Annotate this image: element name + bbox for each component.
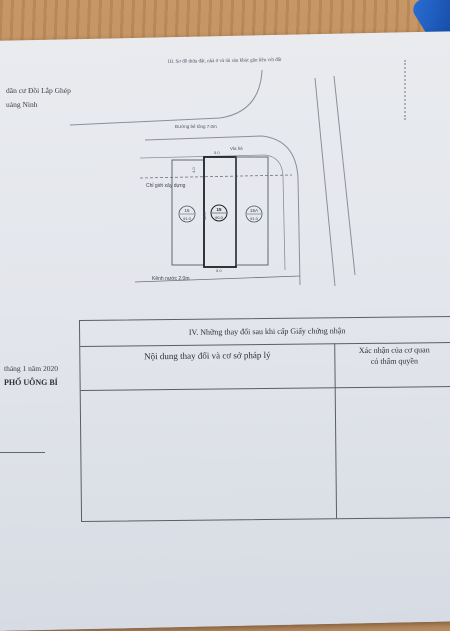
road-line-right-2	[333, 75, 356, 276]
road-label: Đường bê tông 7.0m	[175, 124, 217, 129]
road-curve-inner	[144, 135, 301, 286]
confirmation-header-line-2: có thẩm quyền	[370, 356, 418, 366]
column-header-confirmation: Xác nhận của cơ quan có thẩm quyền	[338, 344, 450, 367]
signature-line	[0, 452, 45, 453]
lot-16-marker	[178, 205, 196, 223]
land-plot-sketch: Đường bê tông 7.0m Vỉa hè Chỉ giới xây d…	[69, 69, 356, 287]
road-curve-outer	[69, 69, 263, 126]
lot-15a-area: 91.0	[250, 216, 259, 221]
sidewalk-line	[139, 154, 286, 271]
date-line: tháng 1 năm 2020	[4, 364, 58, 373]
lot-16-id: 16	[184, 208, 190, 213]
changes-table: IV. Những thay đổi sau khi cấp Giấy chứn…	[78, 316, 450, 522]
lot-15-id: 15	[216, 207, 222, 212]
build-line-label: Chỉ giới xây dựng	[146, 182, 186, 189]
binding-holes	[404, 60, 414, 120]
lot-15-area: 90.0	[215, 215, 224, 220]
address-line-1: dân cư Đồi Lắp Ghép	[6, 86, 71, 95]
canal-label: Kênh nước 2.0m	[152, 276, 189, 282]
setback-dimension: 4.0	[191, 167, 196, 173]
sidewalk-label: Vỉa hè	[230, 145, 243, 151]
top-dimension: 5.0	[214, 150, 220, 155]
build-line	[139, 174, 293, 179]
issuing-authority: PHỐ UÔNG BÍ	[4, 378, 58, 387]
lot-16-area: 91.0	[183, 216, 192, 221]
address-line-2: uảng Ninh	[6, 100, 38, 109]
bottom-dimension: 5.0	[216, 268, 222, 273]
side-dimension: 18.0	[202, 211, 207, 220]
lot-15-boundary	[203, 156, 237, 268]
lot-15-marker	[210, 204, 228, 222]
lot-15a-marker	[245, 205, 263, 223]
road-line-right-1	[314, 77, 336, 287]
lot-15a-id: 15A	[250, 208, 258, 213]
lot-15a-boundary	[235, 156, 269, 266]
canal-line	[134, 275, 301, 283]
